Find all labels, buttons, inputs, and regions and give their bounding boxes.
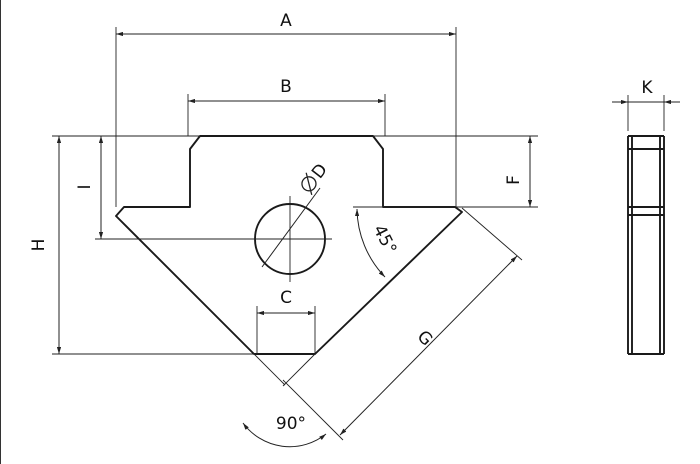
magnet-outline [115,135,463,355]
diameter-leader [261,187,321,268]
diameter-symbol-icon [301,172,317,196]
diameter-label: D [301,160,332,196]
label-c: C [280,288,292,308]
label-angle-45: 45° [369,222,401,258]
label-d: D [308,160,332,183]
dim-g-extension-bottom [282,379,344,441]
angle-45-arc [355,208,386,278]
label-h: H [29,239,49,252]
label-a: A [280,11,292,31]
dim-g-extension-top [461,207,523,261]
angle-90-arc [242,422,327,448]
dim-g-line [339,255,518,436]
left-edge-extension [253,353,286,386]
hypotenuse-extension [282,353,316,387]
label-f: F [504,175,524,185]
label-angle-90: 90° [276,414,306,434]
label-g: G [413,327,436,350]
label-i: I [75,184,95,189]
label-k: K [641,78,653,98]
label-b: B [280,77,292,97]
side-view [627,135,665,355]
